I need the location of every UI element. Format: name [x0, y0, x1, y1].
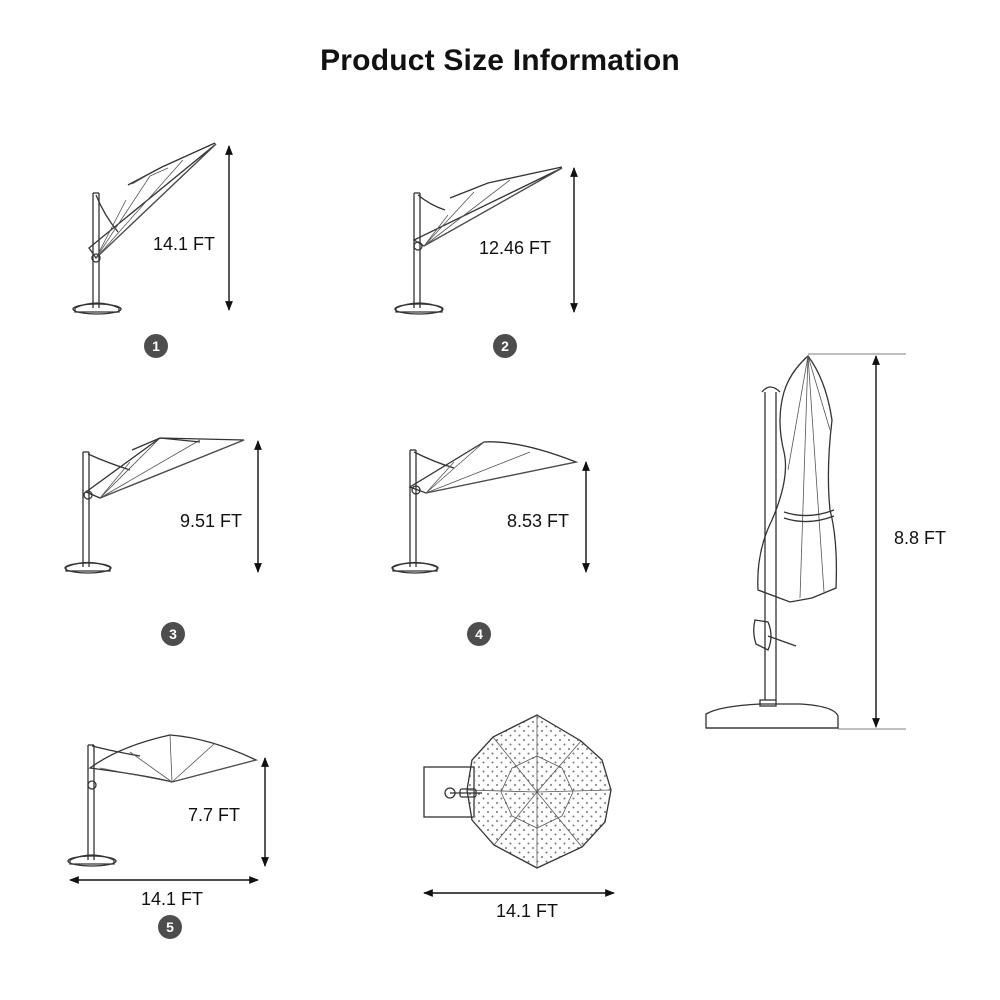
- umbrella-drawing-1: [72, 142, 217, 315]
- canopy-ribs: [466, 715, 612, 868]
- canopy-top-view: [466, 714, 612, 869]
- position-number-2: 2: [501, 338, 509, 354]
- umbrella-closed-view: 8.8 FT: [705, 353, 946, 730]
- position-badge-5: [158, 915, 182, 939]
- umbrella-position-3: 9.51 FT 3: [64, 437, 262, 646]
- position-number-1: 1: [152, 338, 160, 354]
- umbrella-position-4: 8.53 FT 4: [391, 441, 590, 646]
- height-label-1: 14.1 FT: [153, 234, 215, 254]
- position-badge-3: [161, 622, 185, 646]
- position-number-5: 5: [166, 919, 174, 935]
- umbrella-drawing-4: [391, 441, 579, 574]
- height-label-2: 12.46 FT: [479, 238, 551, 258]
- width-label-5: 14.1 FT: [141, 889, 203, 909]
- closed-umbrella-drawing: [705, 355, 839, 729]
- umbrella-position-1: 14.1 FT 1: [72, 142, 233, 358]
- umbrella-top-view: 14.1 FT: [423, 714, 615, 921]
- position-badge-2: [493, 334, 517, 358]
- umbrella-drawing-2: [394, 166, 563, 315]
- position-badge-4: [467, 622, 491, 646]
- height-label-4: 8.53 FT: [507, 511, 569, 531]
- umbrella-position-5: 7.7 FT 14.1 FT 5: [67, 734, 269, 939]
- position-number-3: 3: [169, 626, 177, 642]
- top-width-label: 14.1 FT: [496, 901, 558, 921]
- position-badge-1: [144, 334, 168, 358]
- umbrella-position-2: 12.46 FT 2: [394, 166, 578, 358]
- position-number-4: 4: [475, 626, 483, 642]
- height-label-3: 9.51 FT: [180, 511, 242, 531]
- height-label-5: 7.7 FT: [188, 805, 240, 825]
- closed-height-label: 8.8 FT: [894, 528, 946, 548]
- base-plate: [423, 766, 475, 818]
- umbrella-drawing-5: [67, 734, 258, 867]
- page-title: Product Size Information: [320, 44, 680, 77]
- umbrella-drawing-3: [64, 437, 245, 574]
